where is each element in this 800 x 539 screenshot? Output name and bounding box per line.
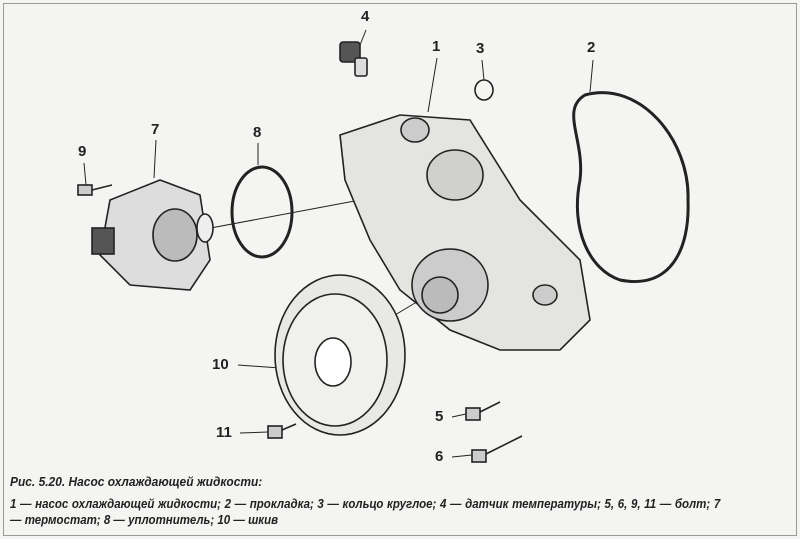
callout-10: 10 <box>212 356 229 373</box>
callout-5: 5 <box>435 408 444 425</box>
temperature-sensor <box>339 41 368 77</box>
bolt-9 <box>77 184 113 196</box>
callout-4: 4 <box>361 8 370 25</box>
bolt-6 <box>471 435 523 463</box>
callout-2: 2 <box>587 39 596 56</box>
gasket <box>572 91 690 283</box>
callout-6: 6 <box>435 448 444 465</box>
bolt-11 <box>267 423 297 439</box>
callout-3: 3 <box>476 40 485 57</box>
caption-title: Рис. 5.20. Насос охлаждающей жидкости: <box>10 474 263 489</box>
bolt-5 <box>465 401 501 421</box>
thermostat <box>91 179 214 291</box>
callout-9: 9 <box>78 143 87 160</box>
callout-7: 7 <box>151 121 160 138</box>
water-pump-exploded-view <box>77 29 690 463</box>
o-ring <box>474 79 494 101</box>
figure-frame <box>3 3 797 536</box>
callout-1: 1 <box>432 38 441 55</box>
water-pump <box>339 114 591 351</box>
figure-caption: Рис. 5.20. Насос охлаждающей жидкости: 1… <box>10 474 720 528</box>
callout-11: 11 <box>216 424 232 441</box>
seal-ring <box>230 165 294 259</box>
pulley <box>274 274 406 436</box>
caption-legend: 1 — насос охлаждающей жидкости; 2 — прок… <box>10 497 721 527</box>
callout-8: 8 <box>253 124 262 141</box>
